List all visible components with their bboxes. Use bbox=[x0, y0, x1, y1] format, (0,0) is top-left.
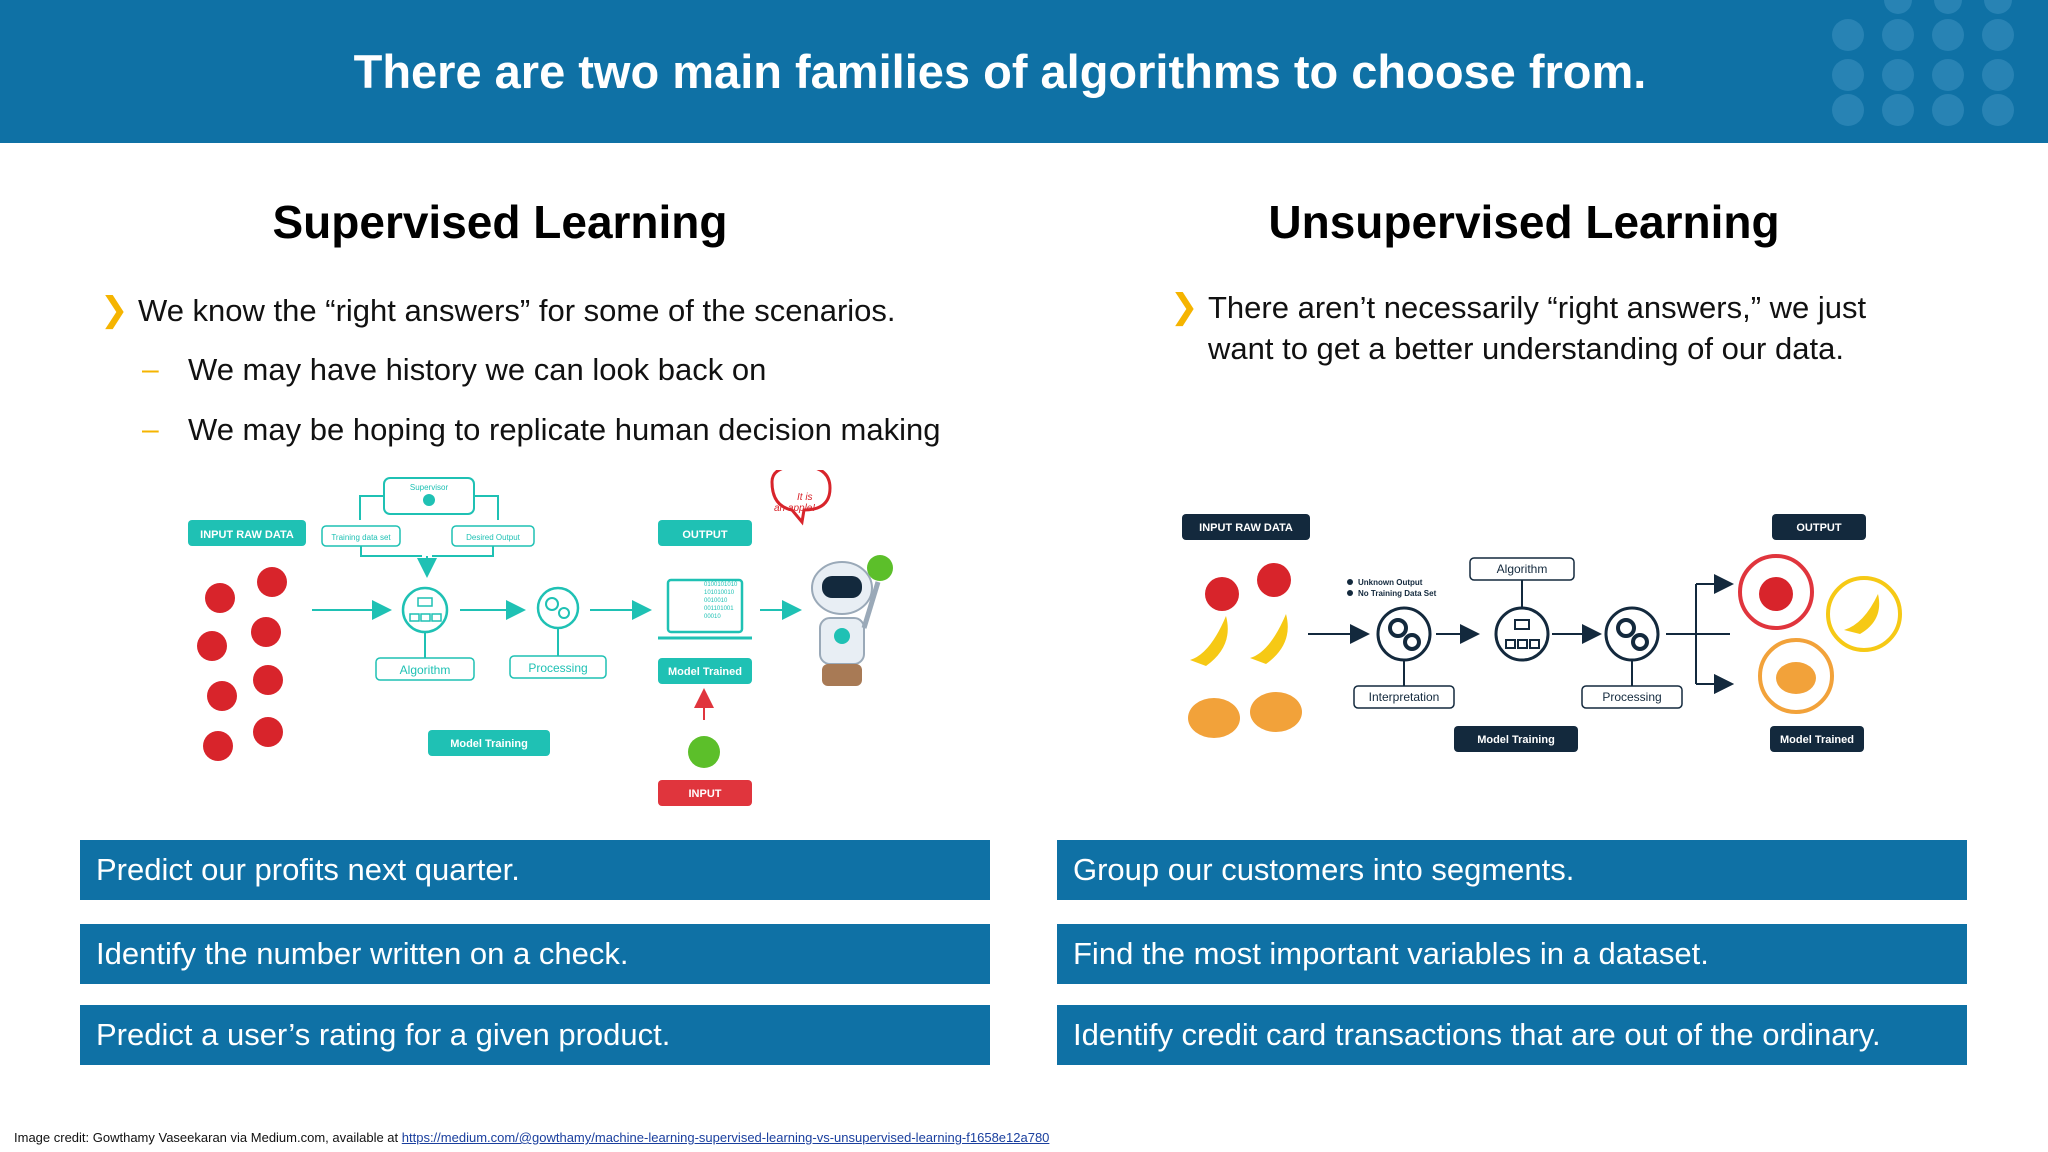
model-trained-text: Model Trained bbox=[1780, 734, 1854, 746]
binary-line: 101010010 bbox=[704, 590, 735, 596]
supervised-bullet-text: We know the “right answers” for some of … bbox=[138, 293, 896, 328]
model-training-text: Model Training bbox=[450, 738, 528, 750]
output-label bbox=[1772, 514, 1866, 540]
input-raw-data-text: INPUT RAW DATA bbox=[1199, 522, 1293, 534]
binary-line: 0100101010 bbox=[704, 582, 738, 588]
input-raw-data-label bbox=[1182, 514, 1310, 540]
unsupervised-title: Unsupervised Learning bbox=[1268, 196, 1780, 248]
unknown-output-text: Unknown Output bbox=[1358, 578, 1423, 587]
person-icon bbox=[423, 494, 435, 506]
hierarchy-icon bbox=[1494, 606, 1550, 662]
training-data-set-text: Training data set bbox=[331, 533, 391, 542]
processing-text: Processing bbox=[528, 661, 587, 675]
slide-header: There are two main families of algorithm… bbox=[0, 0, 2048, 143]
model-training-label bbox=[1454, 726, 1578, 752]
dash-icon: – bbox=[142, 413, 159, 446]
binary-line: 0010010 bbox=[704, 598, 728, 604]
slide-title: There are two main families of algorithm… bbox=[353, 45, 1647, 98]
output-label bbox=[658, 520, 752, 546]
interpretation-label bbox=[1353, 685, 1455, 709]
chevron-right-icon: ❯ bbox=[1170, 288, 1199, 326]
supervised-subbullet: – We may be hoping to replicate human de… bbox=[142, 409, 1002, 450]
laptop-icon bbox=[666, 578, 744, 634]
credit-text: Image credit: Gowthamy Vaseekaran via Me… bbox=[14, 1130, 402, 1145]
algorithm-text: Algorithm bbox=[400, 663, 451, 677]
algorithm-label bbox=[375, 657, 475, 681]
model-training-label bbox=[428, 730, 550, 756]
dash-icon: – bbox=[142, 353, 159, 386]
supervisor-text: Supervisor bbox=[410, 483, 449, 492]
supervised-example: Predict our profits next quarter. bbox=[80, 840, 990, 900]
interpretation-text: Interpretation bbox=[1369, 690, 1440, 704]
algorithm-node bbox=[401, 586, 449, 634]
processing-label bbox=[509, 655, 607, 679]
unsupervised-bullet-text: There aren’t necessarily “right answers,… bbox=[1208, 290, 1867, 366]
image-credit: Image credit: Gowthamy Vaseekaran via Me… bbox=[14, 1130, 1049, 1145]
output-text: OUTPUT bbox=[682, 529, 728, 541]
green-apple-icon bbox=[688, 736, 720, 768]
unsupervised-example: Find the most important variables in a d… bbox=[1057, 924, 1967, 984]
processing-text: Processing bbox=[1602, 690, 1661, 704]
chevron-right-icon: ❯ bbox=[100, 291, 129, 329]
binary-line: 00010 bbox=[704, 614, 721, 620]
input-label bbox=[658, 780, 752, 806]
output-text: OUTPUT bbox=[1796, 522, 1842, 534]
gears-icon bbox=[536, 586, 580, 630]
supervised-subbullet-text: We may be hoping to replicate human deci… bbox=[188, 412, 941, 447]
model-training-text: Model Training bbox=[1477, 734, 1555, 746]
supervised-subbullet-text: We may have history we can look back on bbox=[188, 352, 767, 387]
unsupervised-bullet: ❯ There aren’t necessarily “right answer… bbox=[1170, 287, 1910, 369]
apple-icons bbox=[197, 567, 287, 761]
fruit-icons bbox=[1188, 563, 1302, 738]
unsupervised-learning-diagram: INPUT RAW DATA Unknown Output No Trainin… bbox=[1182, 514, 1902, 752]
speech-bubble-text: It is bbox=[797, 492, 813, 503]
speech-bubble-text: an apple! bbox=[774, 503, 815, 514]
binary-line: 001101001 bbox=[704, 606, 734, 612]
input-raw-data-label bbox=[188, 520, 306, 546]
algorithm-text: Algorithm bbox=[1497, 562, 1548, 576]
unsupervised-example: Group our customers into segments. bbox=[1057, 840, 1967, 900]
no-training-data-text: No Training Data Set bbox=[1358, 589, 1437, 598]
processing-label bbox=[1581, 685, 1683, 709]
robot-icon bbox=[770, 470, 893, 686]
unsupervised-example: Identify credit card transactions that a… bbox=[1057, 1005, 1967, 1065]
supervised-title: Supervised Learning bbox=[272, 196, 728, 248]
decorative-dots bbox=[1832, 0, 2014, 126]
supervised-example: Predict a user’s rating for a given prod… bbox=[80, 1005, 990, 1065]
model-trained-label bbox=[658, 658, 752, 684]
input-raw-data-text: INPUT RAW DATA bbox=[200, 529, 294, 541]
supervised-learning-diagram: INPUT RAW DATA Supervisor Training data … bbox=[188, 470, 893, 806]
model-trained-text: Model Trained bbox=[668, 666, 742, 678]
credit-link[interactable]: https://medium.com/@gowthamy/machine-lea… bbox=[401, 1130, 1050, 1145]
input-text: INPUT bbox=[689, 788, 722, 800]
clustered-fruit-icons bbox=[1738, 554, 1902, 714]
supervised-example: Identify the number written on a check. bbox=[80, 924, 990, 984]
model-trained-label bbox=[1770, 726, 1864, 752]
supervised-subbullet: – We may have history we can look back o… bbox=[142, 349, 1002, 390]
supervised-bullet: ❯ We know the “right answers” for some o… bbox=[100, 290, 1000, 331]
desired-output-text: Desired Output bbox=[466, 533, 521, 542]
